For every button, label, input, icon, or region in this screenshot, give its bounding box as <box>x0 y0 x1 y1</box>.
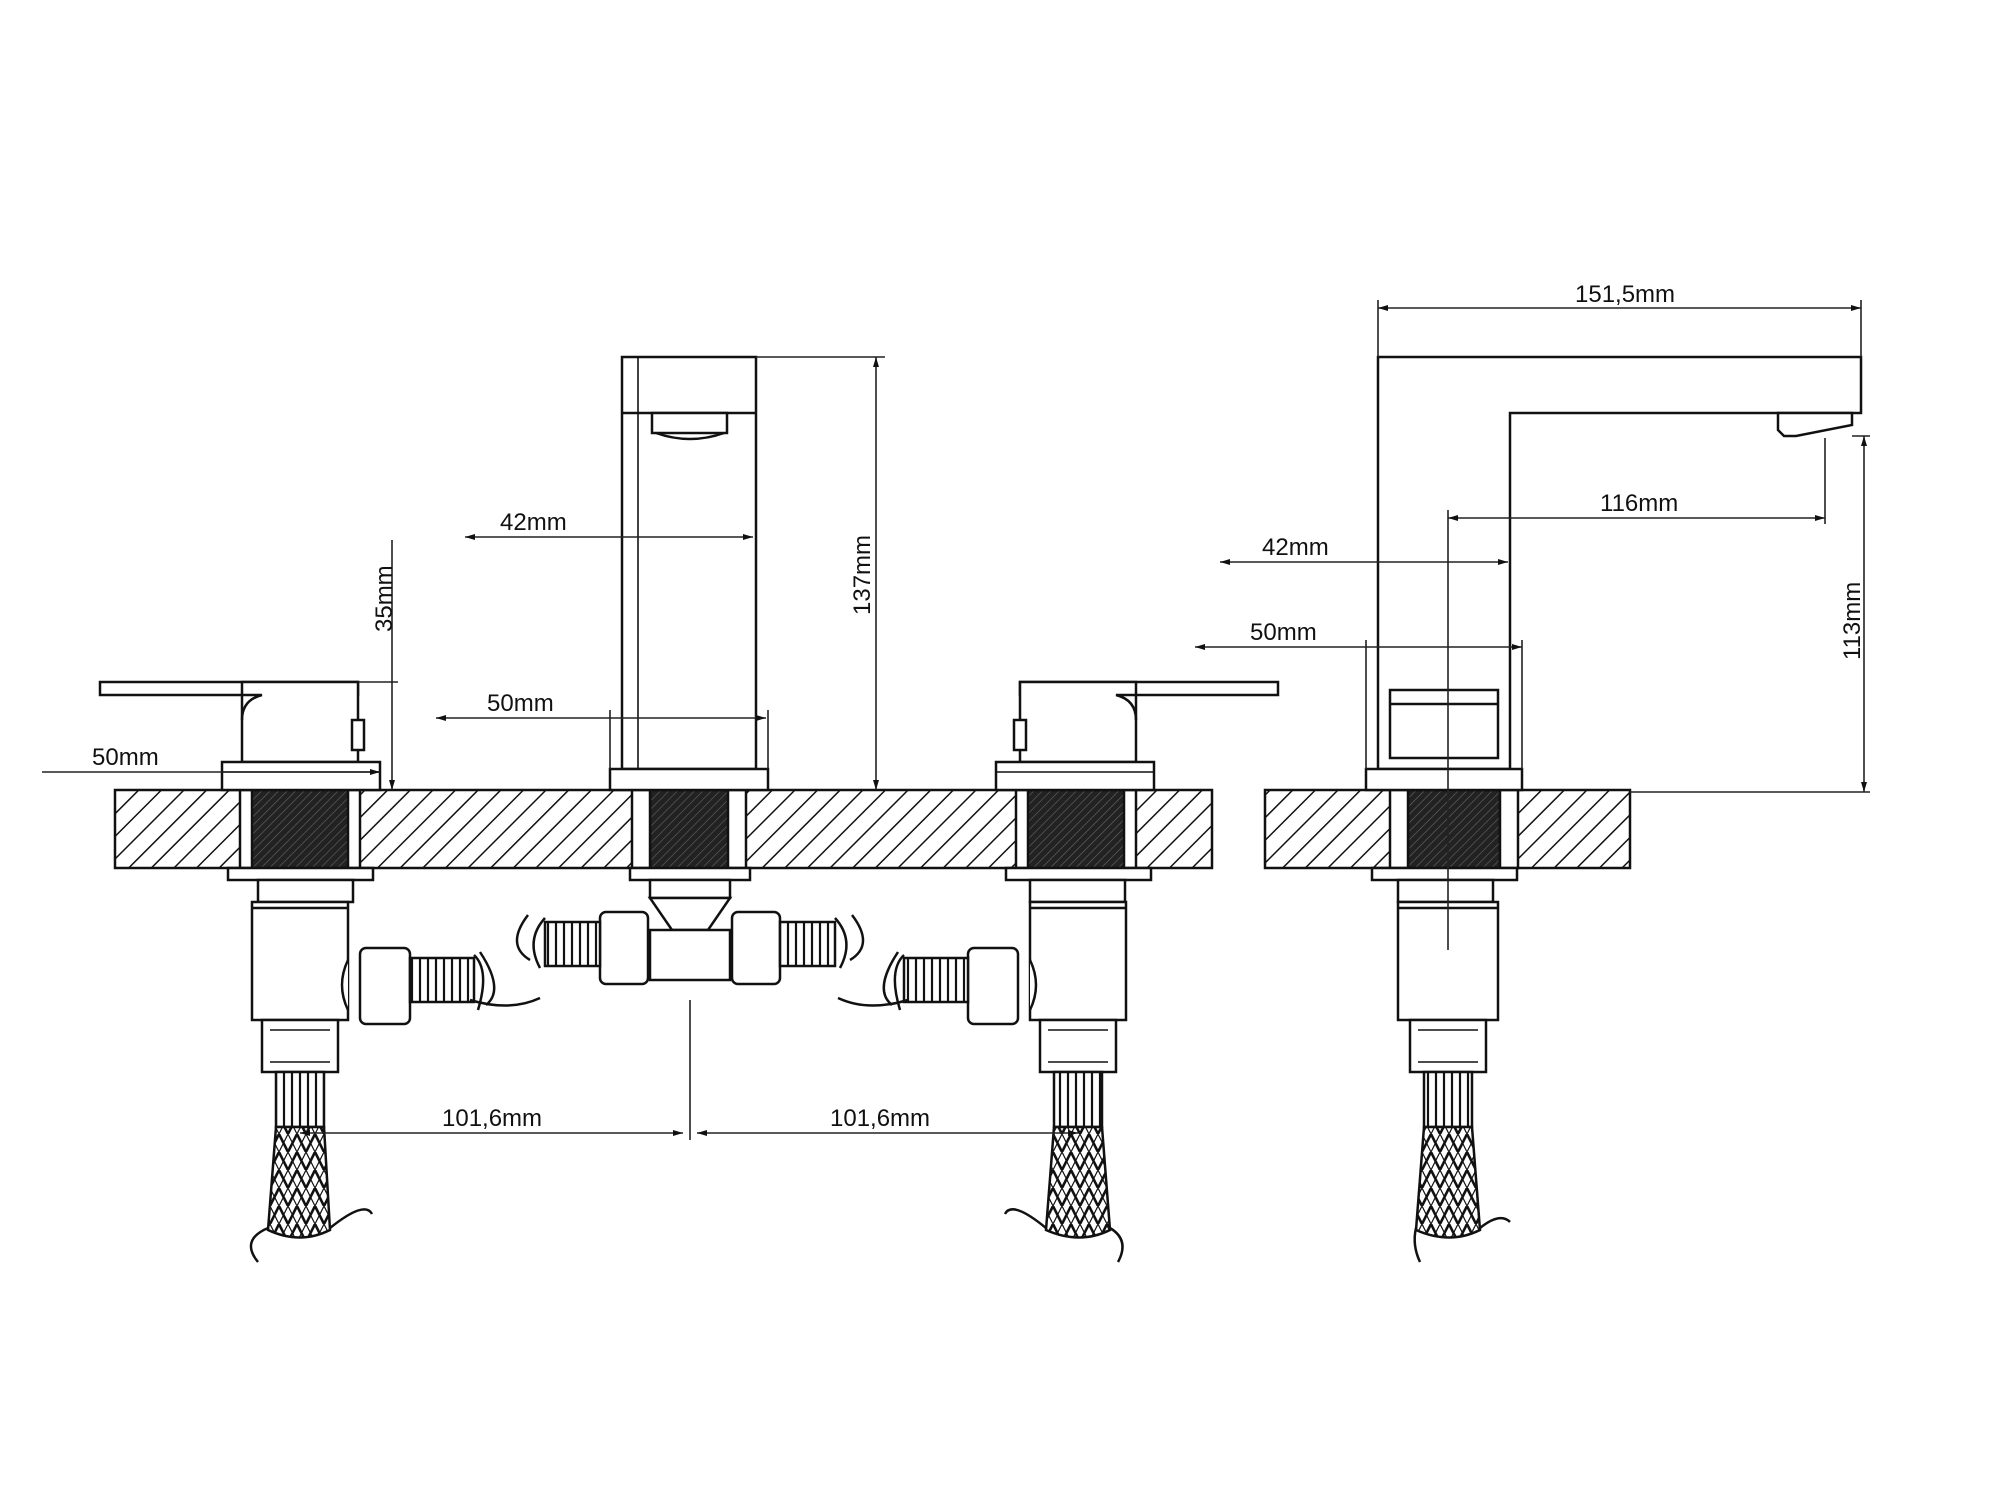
side-base <box>1364 767 1524 792</box>
left-handle-base <box>220 760 382 792</box>
dim-centre-right: 101,6mm <box>830 1105 930 1132</box>
dim-centre-left: 101,6mm <box>442 1105 542 1132</box>
dim-spout-base: 50mm <box>487 690 554 717</box>
right-hole <box>1024 788 1128 870</box>
dim-side-length: 151,5mm <box>1575 281 1675 308</box>
right-handle-base <box>994 760 1156 792</box>
right-handle-knob <box>1012 718 1028 752</box>
dim-side-reach: 116mm <box>1600 490 1678 517</box>
right-hole-wall-l <box>1014 788 1030 870</box>
dim-side-width: 42mm <box>1262 534 1329 561</box>
spout-tee <box>647 896 733 932</box>
dim-spout-height: 137mm <box>849 535 876 615</box>
centre-hole-wall-r <box>726 788 748 870</box>
spout-base <box>608 767 770 792</box>
left-hole <box>248 788 352 870</box>
dim-side-base: 50mm <box>1250 619 1317 646</box>
centre-hole <box>648 788 732 870</box>
left-handle-knob <box>350 718 366 752</box>
dim-handle-base: 50mm <box>92 744 159 771</box>
dim-spout-width: 42mm <box>500 509 567 536</box>
left-hole-wall-r <box>346 788 362 870</box>
side-view: 151,5mm 116mm 42mm 50mm 113mm <box>1195 281 1870 1263</box>
left-valve-body <box>250 900 350 1022</box>
right-valve-body <box>1028 900 1128 1022</box>
dim-handle-height: 35mm <box>371 565 398 632</box>
front-view: 42mm 137mm 50mm 35mm 50mm 101,6mm 101,6m… <box>42 355 1280 1263</box>
spout-aerator <box>650 411 729 435</box>
centre-hole-wall-l <box>630 788 652 870</box>
right-hole-wall-r <box>1122 788 1138 870</box>
left-hole-wall-l <box>238 788 254 870</box>
dim-side-outlet-height: 113mm <box>1839 582 1866 660</box>
